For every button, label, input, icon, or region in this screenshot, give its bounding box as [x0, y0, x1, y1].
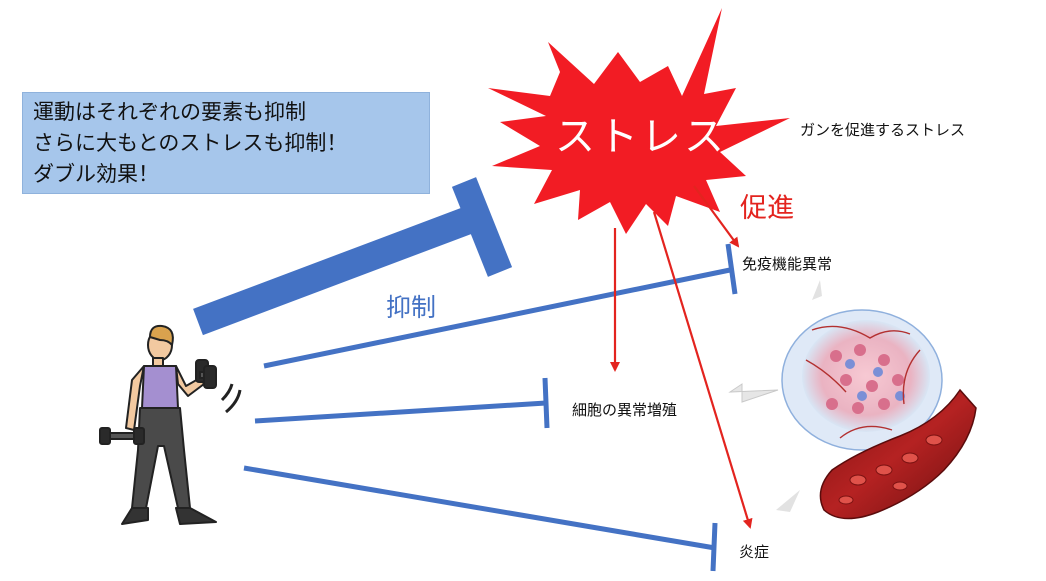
tumor-blood-vessel-icon [728, 280, 977, 520]
target-immune-dysfunction: 免疫機能異常 [742, 255, 833, 273]
stress-burst [488, 8, 790, 234]
suppress-line-proliferation [254, 377, 550, 429]
promote-arrow-inflammation [652, 211, 753, 529]
suppress-label: 抑制 [386, 293, 437, 322]
info-line-2: さらに大もとのストレスも抑制！ [33, 131, 348, 155]
info-line-3: ダブル効果！ [33, 162, 159, 186]
stress-caption: ガンを促進するストレス [800, 121, 966, 139]
info-line-1: 運動はそれぞれの要素も抑制 [33, 100, 306, 124]
suppress-line-inflammation [243, 465, 718, 572]
promote-arrow-immune [693, 185, 740, 248]
woman-with-dumbbells-icon [99, 324, 242, 525]
suppress-line-immune [263, 243, 738, 369]
target-inflammation: 炎症 [739, 543, 770, 561]
info-box: 運動はそれぞれの要素も抑制 さらに大もとのストレスも抑制！ ダブル効果！ [22, 92, 430, 194]
stress-suppression-bar [193, 177, 513, 336]
target-abnormal-proliferation: 細胞の異常増殖 [572, 401, 678, 419]
stress-label: ストレス [555, 114, 727, 160]
promote-label: 促進 [740, 193, 794, 224]
